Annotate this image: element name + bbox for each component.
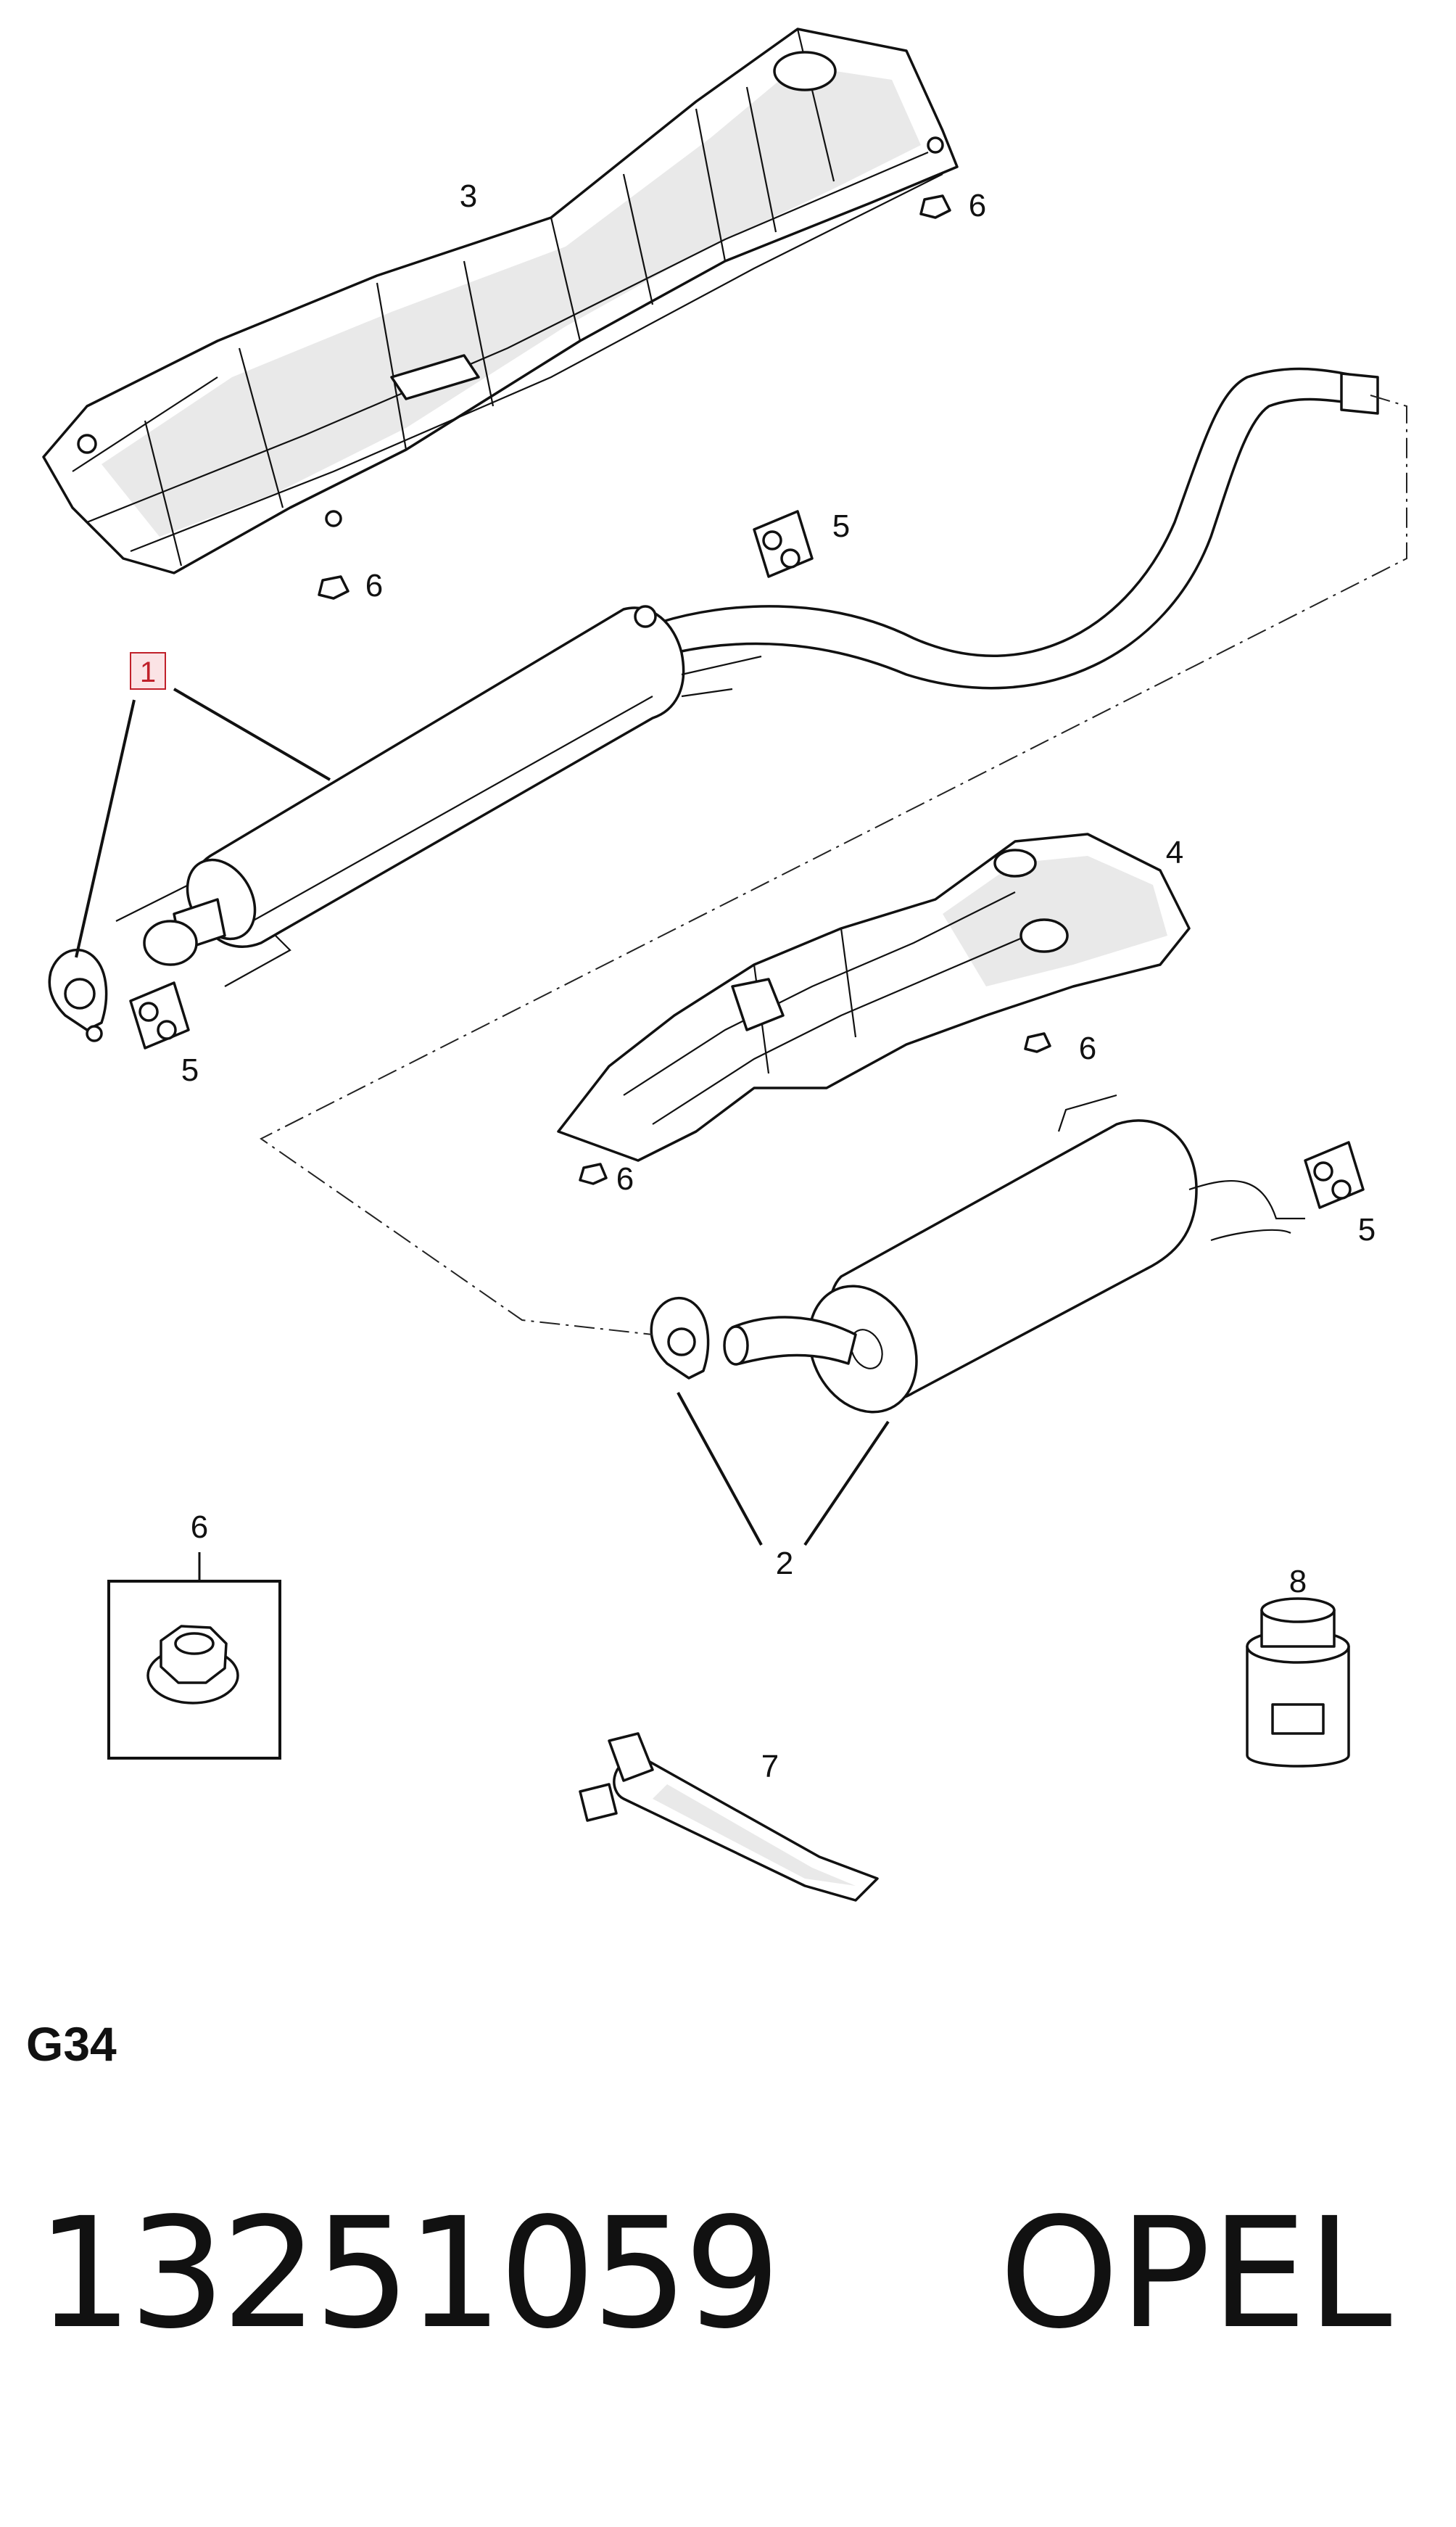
rear-clamp — [650, 1297, 710, 1380]
sealant-tube — [579, 1732, 879, 1902]
front-muffler-assembly — [115, 605, 762, 987]
callout-6-middle-left: 6 — [616, 1161, 634, 1197]
callout-4: 4 — [1166, 835, 1183, 870]
leader-lines — [75, 688, 890, 1546]
front-clamp — [48, 949, 108, 1042]
callout-5-upper: 5 — [832, 508, 850, 544]
brand-name: OPEL — [999, 2185, 1392, 2362]
diagram-code-label: G34 — [26, 2017, 117, 2071]
callout-6-middle-right: 6 — [1079, 1031, 1096, 1066]
part-number: 13251059 — [36, 2185, 781, 2362]
svg-text:1: 1 — [140, 656, 156, 688]
callout-6-detail: 6 — [191, 1509, 208, 1545]
callout-8: 8 — [1289, 1564, 1307, 1599]
callout-3: 3 — [460, 178, 477, 214]
nut-top-right — [919, 194, 951, 219]
nut-middle-left — [579, 1163, 608, 1185]
nut-detail-box — [107, 1580, 281, 1760]
callout-6-top-right: 6 — [969, 188, 986, 223]
callout-2: 2 — [776, 1546, 793, 1581]
callout-5-right: 5 — [1358, 1212, 1376, 1248]
front-heat-shield — [42, 28, 959, 574]
rubber-mount-upper — [753, 510, 814, 578]
callout-7: 7 — [761, 1749, 779, 1784]
rubber-mount-left — [129, 981, 190, 1050]
assembly-phantom-line — [260, 395, 1407, 1335]
rear-heat-shield — [557, 833, 1191, 1162]
rubber-mount-right — [1304, 1141, 1365, 1209]
nut-top-left — [318, 575, 349, 600]
callout-6-top-left: 6 — [365, 568, 383, 603]
rear-muffler-assembly — [723, 1094, 1305, 1414]
nut-middle-right — [1024, 1032, 1051, 1053]
assembly-paste-jar — [1246, 1597, 1350, 1768]
callout-5-left: 5 — [181, 1052, 199, 1088]
exhaust-pipe — [658, 367, 1379, 690]
callout-1: 1 — [130, 652, 166, 690]
